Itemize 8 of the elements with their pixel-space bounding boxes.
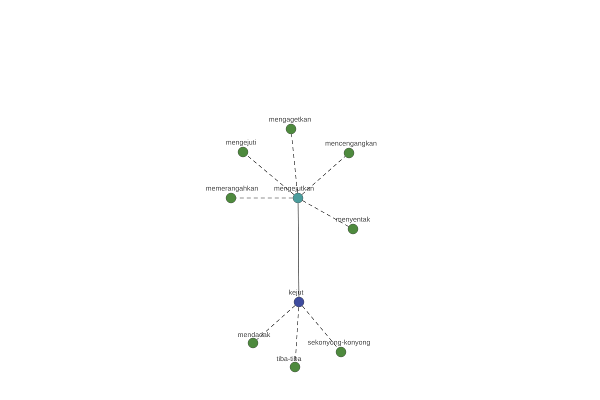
connector-line (302, 306, 338, 348)
connector-line (256, 305, 296, 340)
connector-line (298, 202, 300, 298)
connector-line (302, 156, 346, 195)
connector-line (295, 306, 299, 362)
connector-line (302, 200, 349, 227)
connector-line (246, 155, 294, 195)
connector-line (291, 134, 298, 194)
